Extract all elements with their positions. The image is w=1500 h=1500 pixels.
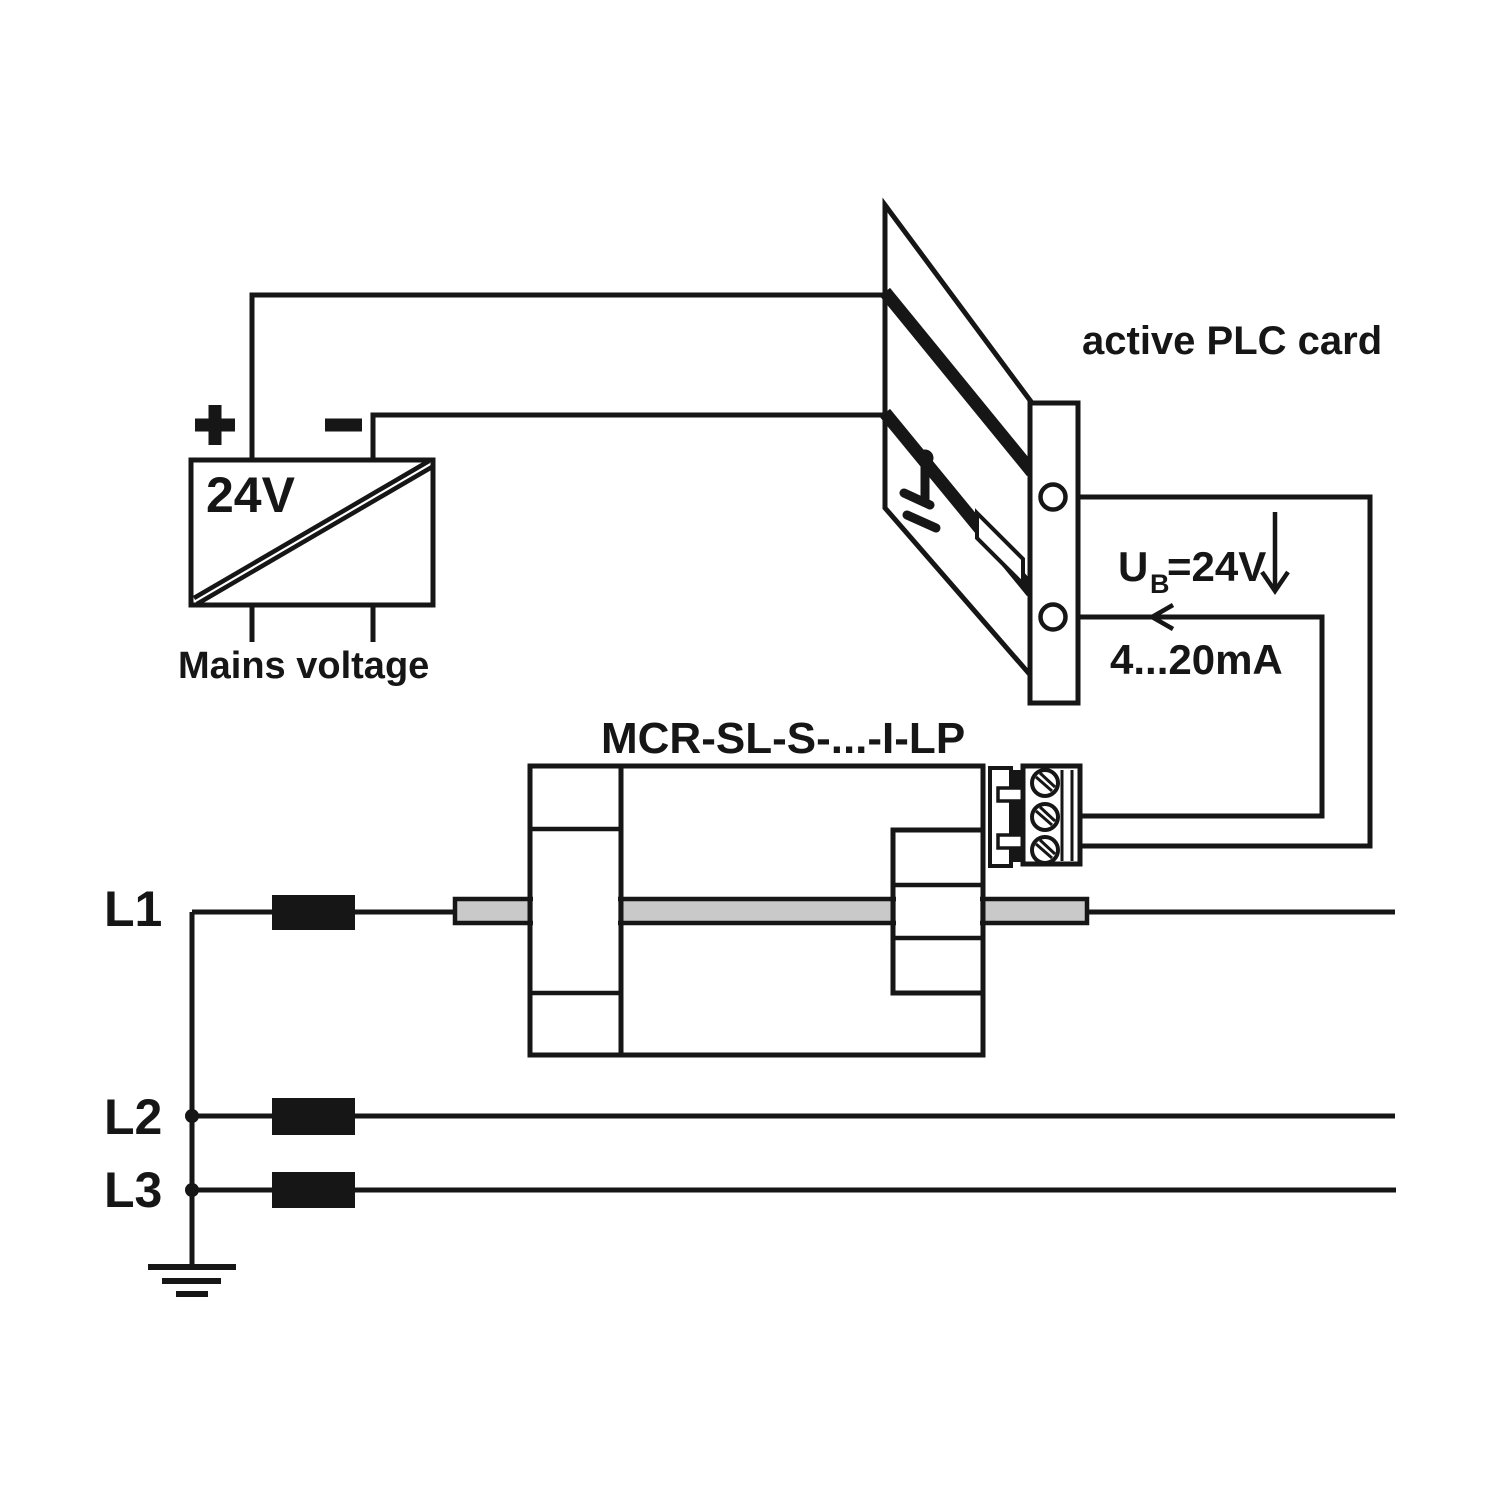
plc-terminal-strip bbox=[1027, 400, 1081, 706]
plc-card bbox=[879, 197, 1081, 706]
connector-dark-band bbox=[1013, 770, 1023, 862]
trace-tap-stub bbox=[899, 451, 941, 533]
pcb-trace-upper bbox=[879, 287, 1038, 477]
supply-voltage-symbol: U bbox=[1118, 543, 1148, 590]
smd-resistor bbox=[975, 508, 1025, 589]
supply-direction-arrow-icon bbox=[1260, 512, 1290, 595]
mains-voltage-label: Mains voltage bbox=[178, 645, 429, 687]
current-direction-arrow-icon bbox=[1147, 603, 1175, 631]
junction-dot-l3 bbox=[185, 1183, 199, 1197]
terminal-screw-2 bbox=[1030, 802, 1060, 832]
transducer-model-label: MCR-SL-S-...-I-LP bbox=[601, 714, 965, 763]
power-supply bbox=[188, 292, 885, 642]
plc-card-label: active PLC card bbox=[1082, 319, 1382, 363]
phase-l1-label: L1 bbox=[104, 881, 162, 937]
current-transducer bbox=[452, 763, 1090, 1058]
terminal-screw-1 bbox=[1030, 768, 1060, 798]
connector-pin-upper bbox=[996, 786, 1026, 803]
fuse-l3 bbox=[272, 1172, 355, 1208]
minus-wire bbox=[370, 412, 885, 460]
screw-terminal-block bbox=[1020, 763, 1083, 867]
junction-dot-l2 bbox=[185, 1109, 199, 1123]
supply-voltage-subscript: B bbox=[1150, 569, 1170, 599]
fuse-l2 bbox=[272, 1098, 355, 1135]
supply-voltage-label: 24V bbox=[206, 467, 296, 523]
terminal-hole-upper bbox=[1038, 482, 1068, 512]
supply-loop-wire bbox=[1078, 494, 1373, 849]
current-range-label: 4...20mA bbox=[1110, 636, 1283, 683]
plus-wire bbox=[249, 292, 885, 460]
plus-symbol bbox=[195, 405, 235, 445]
converter-diagonal-line-2 bbox=[195, 465, 434, 606]
fuse-l1 bbox=[272, 895, 355, 930]
housing-right-column-fill bbox=[896, 833, 980, 990]
terminal-connector bbox=[988, 766, 1026, 868]
ground-symbol-icon bbox=[148, 1264, 236, 1297]
converter-diagonal-line-1 bbox=[192, 459, 431, 600]
signal-loop-wire bbox=[1078, 614, 1325, 819]
connector-body bbox=[988, 766, 1013, 868]
phase-l3-label: L3 bbox=[104, 1162, 162, 1218]
supply-voltage-value: =24V bbox=[1167, 543, 1266, 590]
labels: 24V Mains voltage active PLC card MCR-SL… bbox=[104, 319, 1382, 1218]
terminal-hole-lower bbox=[1038, 602, 1068, 632]
housing-left-column-fill bbox=[533, 770, 618, 1052]
terminal-screw-3 bbox=[1030, 835, 1060, 865]
phase-lines bbox=[148, 895, 1396, 1297]
right-inner-column bbox=[890, 827, 986, 996]
loop-wires bbox=[1078, 494, 1373, 849]
phase-l2-label: L2 bbox=[104, 1089, 162, 1145]
connector-pin-lower bbox=[996, 833, 1026, 850]
